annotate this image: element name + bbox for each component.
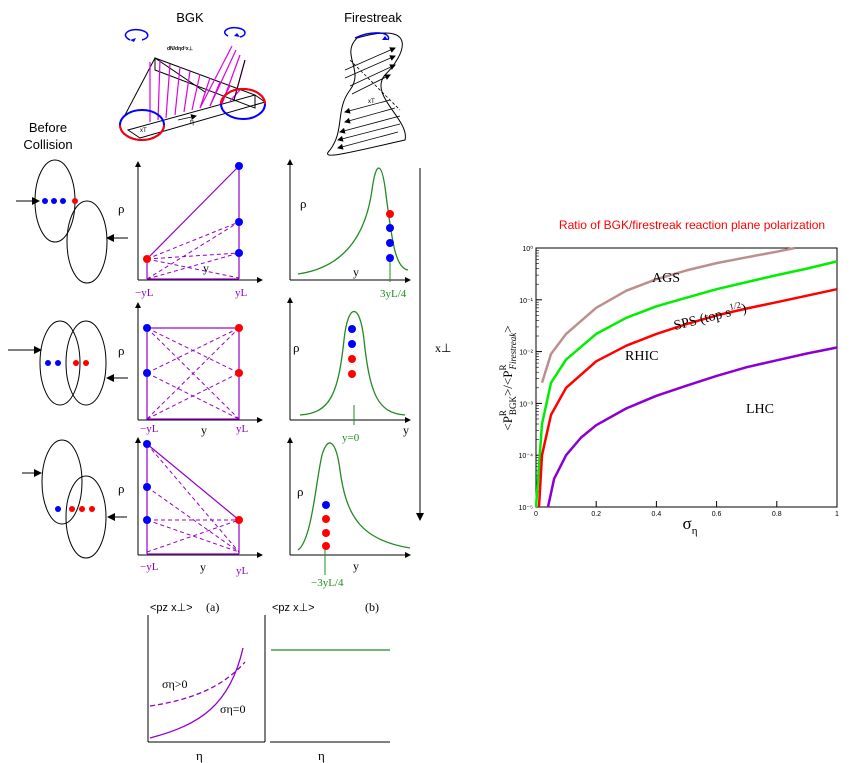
y-tick-label: 10⁻² — [519, 350, 533, 357]
firestreak-panel-row-2: ρ y y=0 — [287, 297, 411, 444]
three-yL4-label: 3yL/4 — [380, 288, 407, 300]
rho-label: ρ — [297, 484, 304, 499]
series-line-ags — [540, 246, 796, 384]
series-line-rhic — [537, 287, 838, 508]
firestreak-panel-row-3: ρ y −3yL/4 — [287, 437, 411, 589]
y-label: y — [353, 265, 359, 279]
y-tick-label: 10⁻⁴ — [519, 453, 534, 460]
label-ags: AGS — [652, 271, 680, 286]
label-rhic: RHIC — [625, 349, 658, 364]
pz-x-label-b: <pz x⊥> — [272, 602, 315, 614]
x-tick-label: 0 — [534, 511, 538, 518]
chart-frame — [535, 247, 838, 508]
rotation-arrow-icon — [224, 26, 246, 38]
eta-axis-label: η — [196, 748, 203, 763]
eta-label-bgk: η — [190, 119, 194, 126]
sigma-eq-label: ση=0 — [220, 702, 246, 716]
y-tick-label: 10⁻³ — [519, 401, 533, 408]
xt-label-fs: xT — [368, 99, 375, 105]
ratio-chart: 0 0.2 0.4 0.6 0.8 1 10⁻⁵ 10⁻⁴ 10⁻³ 10⁻² 10⁻¹ 10⁰ σ… — [498, 245, 839, 537]
y-label: y — [200, 560, 206, 574]
panel-a-label: (a) — [206, 600, 219, 614]
nuclei-row-1 — [16, 159, 128, 284]
bgk-panel-row-2: ρ y −yL yL — [118, 302, 263, 437]
eta-axis-label: η — [318, 748, 325, 763]
y-label: y — [403, 423, 409, 437]
rho-label: ρ — [118, 201, 125, 216]
yL-label: yL — [236, 423, 249, 435]
neg-yL-label: −yL — [135, 287, 154, 299]
panel-b-label: (b) — [365, 600, 379, 614]
x-tick-label: 0.2 — [591, 511, 601, 518]
x-tick-label: 1 — [835, 511, 839, 518]
bgk-schematic: BGK dN/dηd²x⊥ xT η — [119, 10, 267, 141]
before-label-2: Collision — [23, 137, 72, 152]
label-sps: SPS (top s1/2) — [672, 298, 749, 334]
series-line-lhc — [546, 346, 838, 508]
before-label-1: Before — [29, 120, 67, 135]
yL-label: yL — [235, 287, 248, 299]
y-label: y — [353, 559, 359, 573]
x-axis-label: ση — [683, 514, 698, 537]
neg-yL-label: −yL — [140, 423, 159, 435]
y-tick-label: 10⁻⁵ — [519, 505, 533, 512]
y-tick-label: 10⁻¹ — [519, 298, 533, 305]
x-tick-label: 0.6 — [712, 511, 722, 518]
x-tick-label: 0.4 — [652, 511, 662, 518]
x-perp-label: x⊥ — [435, 341, 451, 355]
y-label: y — [203, 261, 209, 275]
xt-label-bgk: xT — [140, 128, 147, 134]
bgk-panel-row-1: ρ y −yL yL — [118, 161, 263, 299]
rho-label: ρ — [293, 340, 300, 355]
bgk-title: BGK — [176, 10, 204, 25]
x-tick-label: 0.8 — [772, 511, 782, 518]
bottom-panel-b: <pz x⊥> (b) η — [270, 600, 390, 763]
pz-x-label-a: <pz x⊥> — [150, 602, 193, 614]
rho-label: ρ — [300, 196, 307, 211]
neg-yL-label: −yL — [140, 561, 159, 573]
bgk-panel-row-3: ρ y −yL yL — [118, 437, 263, 577]
label-lhc: LHC — [746, 402, 774, 417]
rho-label: ρ — [118, 481, 125, 496]
y0-label: y=0 — [342, 432, 360, 444]
firestreak-schematic: Firestreak xT — [327, 10, 406, 156]
y-label: y — [201, 423, 207, 437]
firestreak-panel-row-1: ρ y 3yL/4 — [287, 159, 411, 300]
firestreak-title: Firestreak — [344, 10, 402, 25]
rotation-arrow-icon — [124, 28, 149, 41]
rotation-arrow-icon — [354, 32, 390, 41]
bottom-panel-a: <pz x⊥> (a) ση>0 ση=0 η — [147, 600, 266, 763]
nuclei-row-3 — [22, 439, 127, 559]
nuclei-row-2 — [8, 320, 128, 406]
yL-label: yL — [236, 565, 249, 577]
series-line-sps — [534, 260, 838, 508]
sigma-gt-label: ση>0 — [162, 677, 188, 691]
dn-label: dN/dηd²x⊥ — [167, 46, 194, 52]
neg-three-yL4-label: −3yL/4 — [311, 577, 344, 589]
rho-label: ρ — [118, 343, 125, 358]
y-axis-label: <PRBGK>/<PRFirestreak> — [498, 325, 518, 430]
chart-title: Ratio of BGK/firestreak reaction plane p… — [559, 218, 825, 232]
y-tick-label: 10⁰ — [522, 245, 533, 253]
